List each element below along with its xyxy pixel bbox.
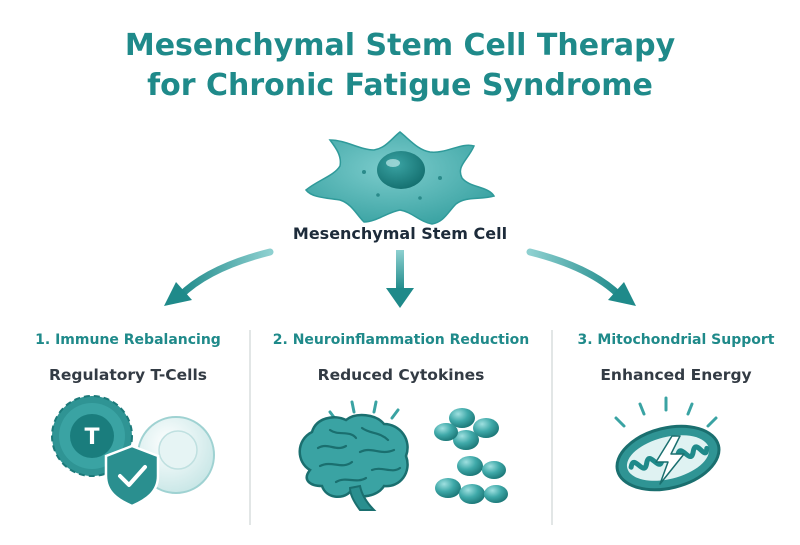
- brain-icon: [298, 400, 409, 511]
- arrow-left: [164, 248, 274, 306]
- cytokines-icon: [434, 408, 508, 504]
- t-cell-shield-icon: T: [51, 395, 215, 508]
- stem-cell-icon: [304, 131, 496, 225]
- title-line-2: for Chronic Fatigue Syndrome: [147, 68, 653, 103]
- column-3-heading: 3. Mitochondrial Support: [577, 332, 775, 348]
- column-1-heading: 1. Immune Rebalancing: [35, 332, 221, 348]
- arrow-down: [386, 250, 414, 308]
- page-title: Mesenchymal Stem Cell Therapy for Chroni…: [0, 26, 800, 106]
- column-3-subtitle: Enhanced Energy: [600, 366, 752, 384]
- mitochondrion-lightning-icon: [614, 396, 721, 492]
- shield-check-icon: [104, 444, 160, 508]
- column-2-subtitle: Reduced Cytokines: [317, 366, 485, 384]
- stem-cell-label: Mesenchymal Stem Cell: [292, 224, 508, 243]
- arrow-right: [526, 248, 636, 306]
- column-1-subtitle: Regulatory T-Cells: [48, 366, 208, 384]
- column-2-heading: 2. Neuroinflammation Reduction: [272, 332, 530, 348]
- brain-cytokines-icon: [298, 400, 508, 511]
- title-line-1: Mesenchymal Stem Cell Therapy: [124, 28, 676, 63]
- t-cell-letter: T: [84, 425, 99, 450]
